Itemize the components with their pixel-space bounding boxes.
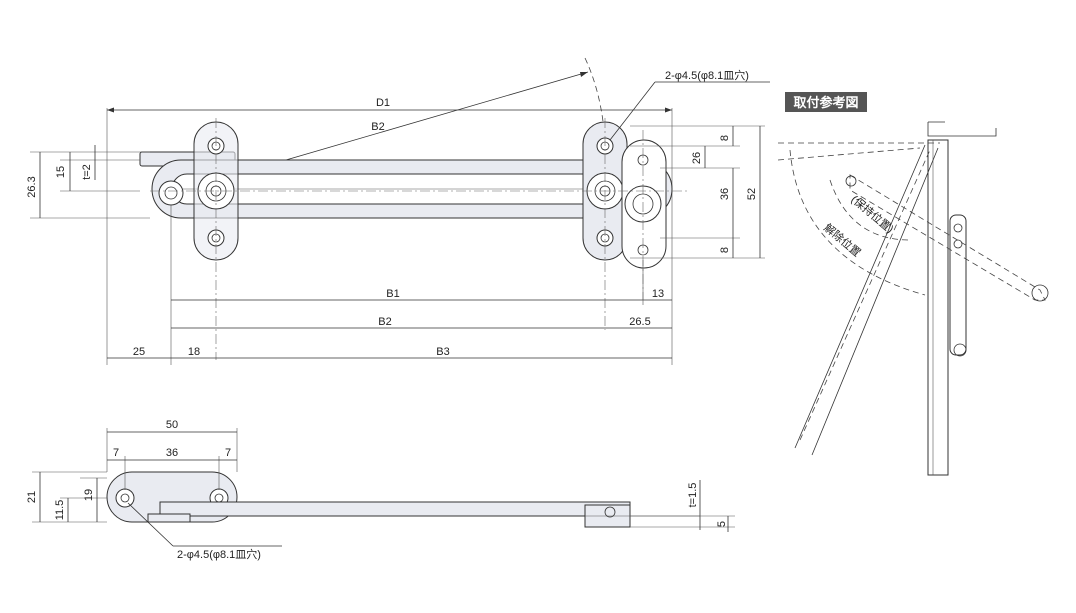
- dim-50: 50: [166, 419, 178, 431]
- hole-callout-front: 2-φ4.5(φ8.1皿穴): [665, 68, 749, 82]
- dim-8-top: 8: [719, 135, 731, 141]
- reference-view: 取付参考図 (保持位置) 解除位置: [777, 92, 1049, 476]
- dim-15: 15: [55, 166, 67, 178]
- dim-26: 26: [691, 152, 703, 164]
- dim-t2: t=2: [81, 164, 93, 180]
- dim-25: 25: [133, 346, 145, 358]
- front-view: D1 B2 B1 13 B2 26.5 25 18 B3 26.3 15 t=2…: [26, 57, 770, 365]
- label-release-position: 解除位置: [821, 220, 864, 259]
- dim-8-bottom: 8: [719, 247, 731, 253]
- dim-18: 18: [188, 346, 200, 358]
- dim-26-5: 26.5: [629, 316, 650, 328]
- dim-5: 5: [716, 521, 728, 527]
- dim-13: 13: [652, 288, 664, 300]
- hole-callout-side: 2-φ4.5(φ8.1皿穴): [177, 547, 261, 561]
- dim-21: 21: [26, 491, 38, 503]
- dim-b1: B1: [386, 288, 399, 300]
- reference-title: 取付参考図: [793, 95, 858, 110]
- dim-b2: B2: [378, 316, 391, 328]
- dim-11-5: 11.5: [54, 500, 66, 521]
- reference-title-box: [785, 92, 867, 112]
- dim-7-left: 7: [113, 447, 119, 459]
- dim-19: 19: [83, 489, 95, 501]
- dim-36: 36: [719, 188, 731, 200]
- dim-t1-5: t=1.5: [687, 483, 699, 508]
- dim-7-right: 7: [225, 447, 231, 459]
- dim-d1: D1: [376, 97, 390, 109]
- dim-36-side: 36: [166, 447, 178, 459]
- side-view: 50 7 36 7 21 19 11.5 t=1.5 5 2-φ4.5(φ8.1…: [26, 419, 735, 561]
- dim-b2-diagonal: B2: [371, 121, 384, 133]
- dim-26-3: 26.3: [26, 176, 38, 197]
- dim-b3: B3: [436, 346, 449, 358]
- dim-52: 52: [746, 188, 758, 200]
